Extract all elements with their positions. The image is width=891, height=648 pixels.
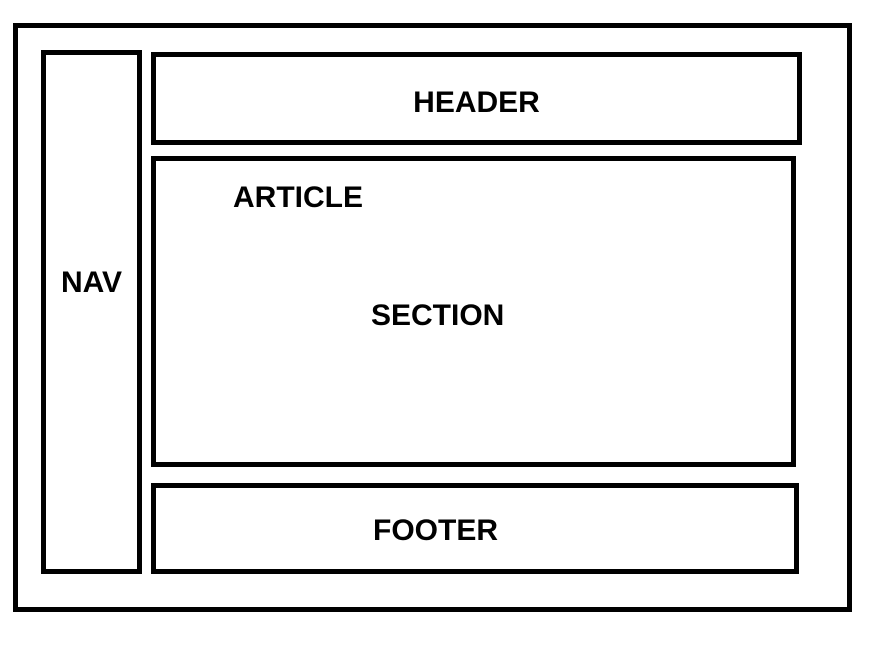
article-box: ARTICLE SECTION	[151, 156, 796, 467]
nav-label: NAV	[60, 266, 123, 299]
footer-box: FOOTER	[151, 483, 799, 574]
header-label: HEADER	[413, 86, 540, 119]
article-label: ARTICLE	[233, 181, 363, 214]
footer-label: FOOTER	[373, 514, 498, 547]
nav-box: NAV	[41, 50, 142, 574]
section-label: SECTION	[371, 299, 505, 332]
header-box: HEADER	[151, 52, 802, 145]
